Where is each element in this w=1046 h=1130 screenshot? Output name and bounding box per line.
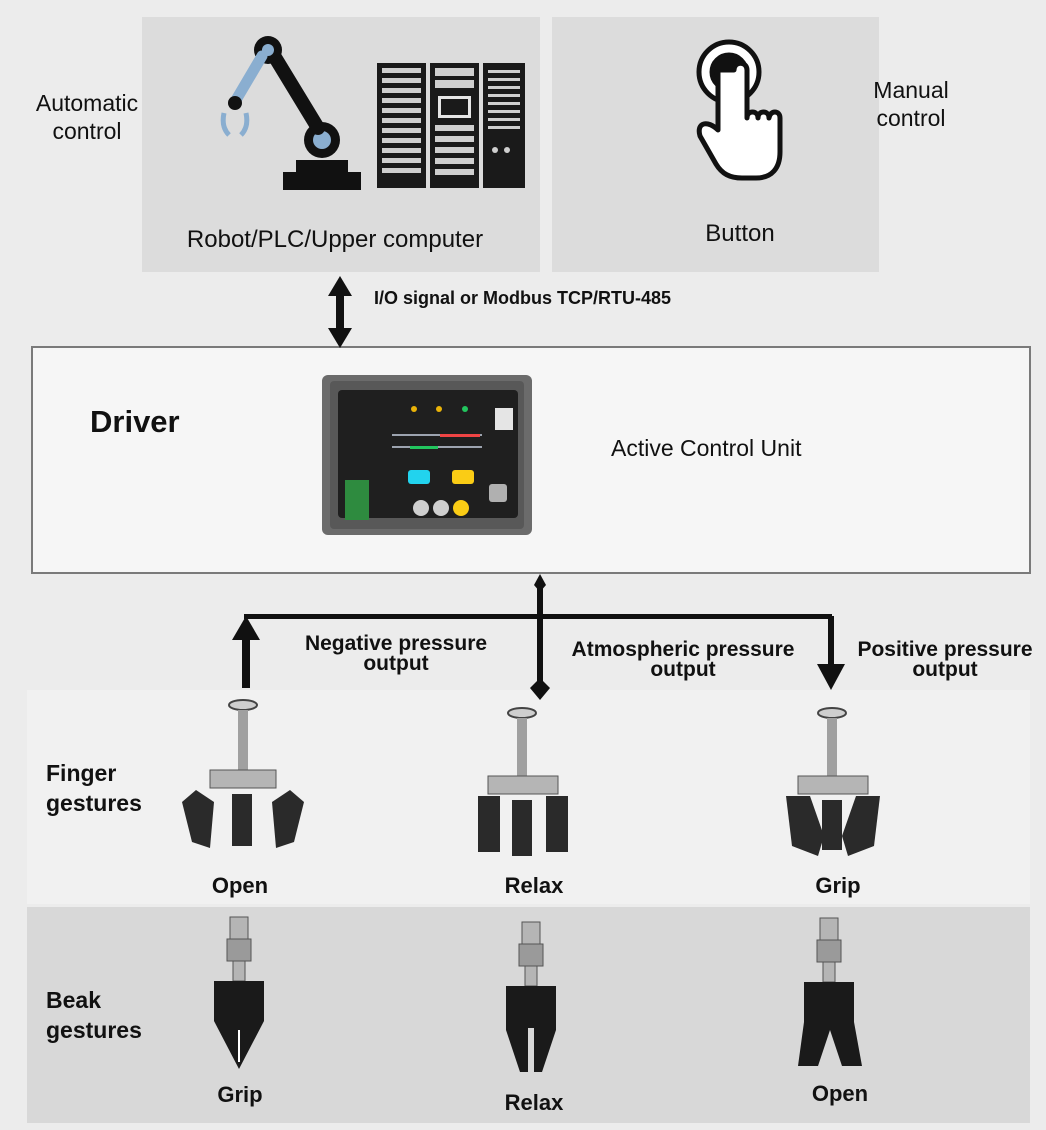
automatic-control-label: Automatic control <box>35 90 139 144</box>
button-caption: Button <box>705 220 775 247</box>
positive-pressure-label: Positive pressure output <box>857 638 1033 681</box>
negative-pressure-label: Negative pressure output <box>304 632 488 675</box>
finger-state-relax: Relax <box>504 873 564 898</box>
signal-label: I/O signal or Modbus TCP/RTU-485 <box>374 288 672 308</box>
hand-button-icon <box>696 39 783 181</box>
finger-state-open: Open <box>211 873 269 898</box>
beak-gripper-relax <box>506 921 556 1072</box>
server-rack-icon <box>377 63 525 188</box>
finger-gestures-label: Finger gestures <box>46 760 142 816</box>
active-control-unit-label: Active Control Unit <box>611 435 802 461</box>
beak-state-relax: Relax <box>504 1090 564 1115</box>
beak-state-grip: Grip <box>217 1082 263 1107</box>
finger-gripper-grip <box>786 707 880 856</box>
robot-arm-icon <box>220 36 361 190</box>
finger-gripper-relax <box>478 707 568 856</box>
beak-state-open: Open <box>811 1081 869 1106</box>
manual-control-label: Manual control <box>873 77 949 131</box>
finger-gripper-open <box>182 699 304 848</box>
pressure-lines <box>232 574 845 700</box>
driver-device-image <box>322 375 532 535</box>
beak-gripper-grip <box>214 916 264 1069</box>
robot-plc-caption: Robot/PLC/Upper computer <box>186 226 484 253</box>
atmospheric-pressure-label: Atmospheric pressure output <box>571 638 795 681</box>
finger-state-grip: Grip <box>815 873 861 898</box>
beak-gripper-open <box>798 917 862 1066</box>
beak-gestures-label: Beak gestures <box>46 987 142 1043</box>
signal-arrow <box>328 276 352 348</box>
driver-title: Driver <box>90 404 180 439</box>
